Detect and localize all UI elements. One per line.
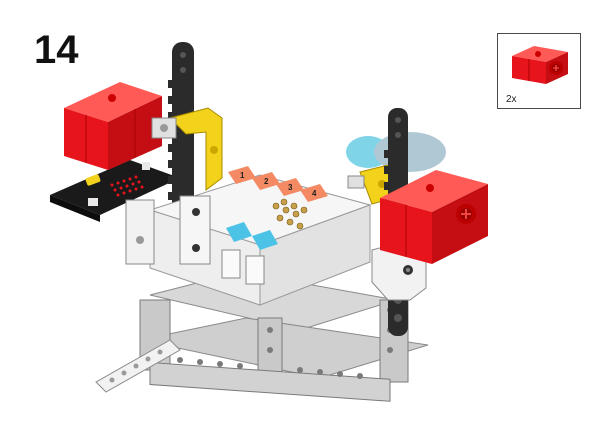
port-1: 1 [228,166,256,184]
port-4: 4 [300,184,328,202]
part-quantity: 2x [506,94,517,105]
parts-callout: 2x [497,33,581,109]
port-2: 2 [252,172,280,190]
microbit-board [50,160,180,222]
svg-text:1: 1 [240,171,245,180]
right-red-block [380,170,488,264]
left-white-connectors [125,195,211,265]
left-yellow-connector [151,107,223,191]
left-red-block [64,82,162,170]
red-servo-motor-block-icon [512,46,568,84]
step-number: 14 [34,28,79,72]
svg-text:2: 2 [264,177,269,186]
cyan-port-left [226,222,252,242]
svg-text:3: 3 [288,183,293,192]
cyan-port-right [252,230,278,250]
port-3: 3 [276,178,304,196]
svg-text:4: 4 [312,189,317,198]
